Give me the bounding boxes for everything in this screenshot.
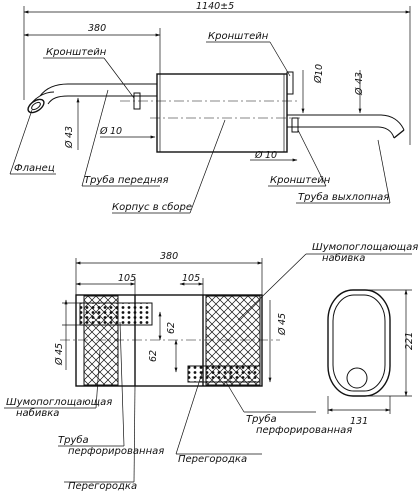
exhaust-pipe xyxy=(287,114,405,131)
end-view: 221 131 xyxy=(327,289,415,427)
top-bracket xyxy=(286,71,294,95)
front-bracket xyxy=(133,92,141,110)
label-bracket-front: Кронштейн xyxy=(46,47,107,58)
dim-d10-pipe-prefix: Ø xyxy=(99,126,108,137)
dim-d43-tail-prefix: Ø xyxy=(354,87,365,96)
dim-d43-front-prefix: Ø xyxy=(64,140,75,149)
section-view: 380 105 105 Ø 45 Ø 45 xyxy=(4,242,418,492)
dim-62-lower-text: 62 xyxy=(148,350,159,362)
muffler-body xyxy=(156,73,288,153)
dim-d45-left-prefix: Ø xyxy=(54,357,65,366)
dim-d45-right-text: 45 xyxy=(277,313,288,325)
flange xyxy=(27,98,45,114)
dim-d45-right-prefix: Ø xyxy=(277,327,288,336)
dim-380-top-text: 380 xyxy=(88,23,106,34)
dim-d10-tail-text: Ø xyxy=(313,75,324,84)
label-bracket-rear: Кронштейн xyxy=(208,31,269,42)
end-shell-outer xyxy=(327,289,391,397)
dim-105-right-text: 105 xyxy=(182,273,200,284)
dim-221-text: 221 xyxy=(404,332,415,350)
front-pipe xyxy=(39,83,157,97)
dim-d43-front-text: 43 xyxy=(64,126,75,138)
dim-d45-left-text: 45 xyxy=(54,343,65,355)
svg-text:10: 10 xyxy=(314,64,325,76)
dim-d43-tail-text: 43 xyxy=(354,72,365,84)
label-front-pipe: Труба передняя xyxy=(84,174,169,186)
dim-131-text: 131 xyxy=(350,416,368,427)
dim-380-section-text: 380 xyxy=(160,251,178,262)
dim-d10-pipe-text: 10 xyxy=(110,126,122,137)
dim-d10-bottom-text: 10 xyxy=(265,150,277,161)
dim-total-text: 1140±5 xyxy=(196,1,234,12)
label-exhaust-pipe: Труба выхлопная xyxy=(298,191,389,203)
dim-105-left-text: 105 xyxy=(118,273,136,284)
top-view: 1140±5 380 Ø 10 Ø 43 xyxy=(9,1,411,214)
label-partition-bottom: Перегородка xyxy=(178,454,247,465)
label-partition-left: Перегородка xyxy=(68,481,137,492)
label-body: Корпус в сборе xyxy=(112,201,192,213)
housing-section xyxy=(75,294,263,387)
rear-bracket xyxy=(291,117,299,133)
perforated-pipe-right xyxy=(187,365,261,383)
label-flange: Фланец xyxy=(14,163,55,174)
exhaust-hole xyxy=(346,367,368,389)
label-bracket-bottom: Кронштейн xyxy=(270,175,331,186)
dim-62-upper-text: 62 xyxy=(166,322,177,334)
perforated-pipe-left xyxy=(79,302,153,326)
dim-d10-bottom-prefix: Ø xyxy=(254,150,263,161)
